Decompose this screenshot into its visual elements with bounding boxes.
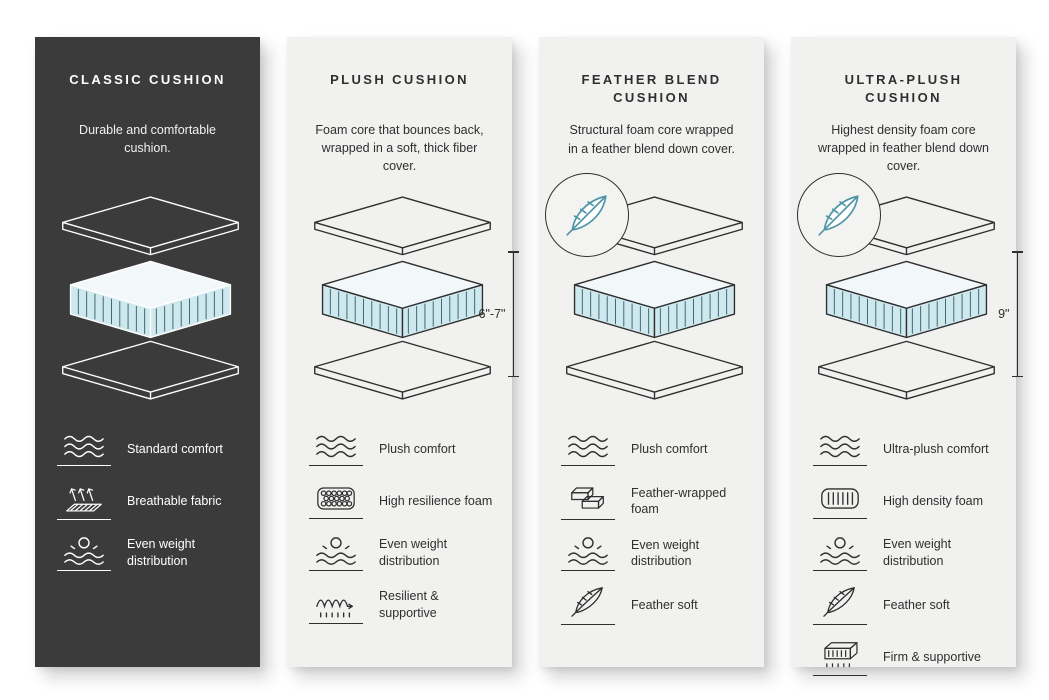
- feature-item: Feather soft: [813, 585, 998, 625]
- even-weight-icon: [813, 536, 867, 571]
- feature-list: Ultra-plush comfort High density foam Ev…: [809, 429, 998, 677]
- height-measurement: 6"-7": [478, 251, 517, 377]
- feature-item: Plush comfort: [561, 429, 746, 469]
- feature-label: Plush comfort: [379, 441, 456, 456]
- feature-item: High density foam: [813, 481, 998, 521]
- feature-item: Feather soft: [561, 585, 746, 626]
- cushion-layers-diagram: [62, 196, 239, 400]
- feature-label: Plush comfort: [631, 441, 708, 456]
- firm-icon: [813, 638, 867, 676]
- feather-circle-icon: [545, 173, 629, 258]
- cushion-illustration: 6"-7": [305, 193, 517, 405]
- feature-list: Plush comfort Feather-wrapped foam Even …: [557, 429, 746, 626]
- feature-item: Even weight distribution: [57, 533, 242, 573]
- card-title: FEATHER BLEND CUSHION: [581, 72, 722, 106]
- spring-icon: [309, 587, 363, 624]
- feature-label: Even weight distribution: [883, 537, 952, 568]
- cushion-layers-diagram: [314, 196, 491, 400]
- feature-label: Breathable fabric: [127, 493, 222, 508]
- even-weight-icon: [57, 536, 111, 571]
- feature-item: Even weight distribution: [309, 533, 494, 573]
- feature-item: Even weight distribution: [813, 533, 998, 573]
- waves-icon: [57, 433, 111, 466]
- feature-label: Feather-wrapped foam: [631, 485, 727, 517]
- card-title: ULTRA-PLUSH CUSHION: [844, 72, 963, 106]
- feature-item: Breathable fabric: [57, 481, 242, 521]
- height-measurement-label: 9": [998, 307, 1010, 321]
- cushion-layers-diagram: [566, 196, 743, 400]
- card-description: Highest density foam core wrapped in fea…: [818, 123, 989, 174]
- card-description: Foam core that bounces back, wrapped in …: [315, 123, 484, 174]
- waves-icon: [561, 433, 615, 466]
- feather-icon: [813, 585, 867, 625]
- even-weight-icon: [309, 536, 363, 571]
- feature-list: Standard comfort Breathable fabric Even …: [53, 429, 242, 573]
- feature-label: Feather soft: [631, 597, 698, 612]
- feature-item: Standard comfort: [57, 429, 242, 469]
- feature-item: Ultra-plush comfort: [813, 429, 998, 469]
- feather-circle-icon: [797, 173, 881, 257]
- waves-icon: [309, 433, 363, 466]
- foam-brick-icon: [561, 483, 615, 520]
- feature-label: Even weight distribution: [127, 537, 196, 568]
- cushion-illustration: [545, 173, 752, 405]
- feather-icon: [561, 585, 615, 626]
- cushion-illustration: 9": [797, 173, 1021, 405]
- feature-list: Plush comfort High resilience foam Even …: [305, 429, 494, 625]
- feature-label: High resilience foam: [379, 493, 493, 508]
- cushion-illustration: [53, 193, 248, 405]
- feature-label: Resilient & supportive: [379, 589, 439, 620]
- feature-label: Even weight distribution: [379, 537, 448, 568]
- height-measurement-line: [1013, 251, 1021, 377]
- feature-item: Resilient & supportive: [309, 585, 494, 625]
- feature-label: Standard comfort: [127, 441, 223, 456]
- honeycomb-icon: [309, 484, 363, 519]
- feature-label: Even weight distribution: [631, 537, 700, 569]
- feature-item: Firm & supportive: [813, 637, 998, 677]
- card-plush: PLUSH CUSHION Foam core that bounces bac…: [287, 37, 517, 667]
- card-title: CLASSIC CUSHION: [69, 72, 226, 87]
- height-measurement-line: [509, 251, 517, 377]
- feature-label: High density foam: [883, 493, 984, 508]
- even-weight-icon: [561, 536, 615, 571]
- height-measurement-label: 6"-7": [478, 307, 506, 321]
- feature-item: Even weight distribution: [561, 533, 746, 573]
- card-feather-blend: FEATHER BLEND CUSHION Structural foam co…: [539, 37, 764, 667]
- feature-label: Ultra-plush comfort: [883, 441, 989, 456]
- card-description: Durable and comfortable cushion.: [79, 123, 216, 156]
- breathable-icon: [57, 483, 111, 520]
- feature-label: Feather soft: [883, 597, 950, 612]
- height-measurement: 9": [998, 251, 1021, 377]
- feature-item: Plush comfort: [309, 429, 494, 469]
- feature-item: Feather-wrapped foam: [561, 481, 746, 521]
- feature-item: High resilience foam: [309, 481, 494, 521]
- card-description: Structural foam core wrapped in a feathe…: [568, 123, 735, 156]
- card-title: PLUSH CUSHION: [330, 72, 469, 87]
- card-classic: CLASSIC CUSHION Durable and comfortable …: [35, 37, 260, 667]
- waves-icon: [813, 433, 867, 466]
- feature-label: Firm & supportive: [883, 649, 981, 664]
- density-icon: [813, 484, 867, 519]
- card-ultra-plush: ULTRA-PLUSH CUSHION Highest density foam…: [791, 37, 1021, 676]
